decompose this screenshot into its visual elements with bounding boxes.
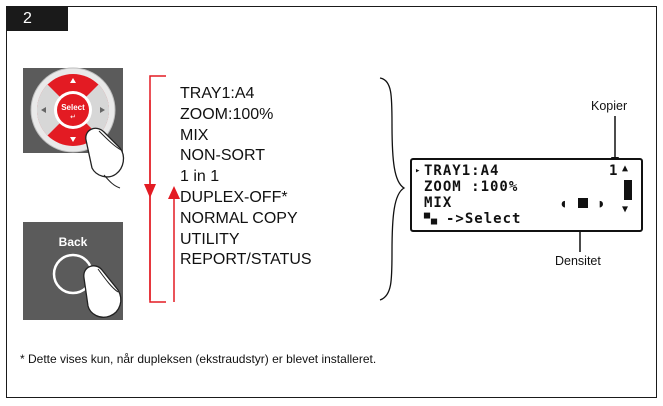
lcd-display: ▸ TRAY1:A4 ZOOM :100% MIX ▀▄ ->Select 1 … xyxy=(410,158,643,232)
down-arrow-icon xyxy=(70,137,76,142)
pressing-finger-icon xyxy=(85,127,125,189)
copies-callout-label: Kopier xyxy=(591,99,628,113)
scroll-down-arrow-icon xyxy=(144,184,156,198)
menu-item: 1 in 1 xyxy=(180,168,220,186)
step-number: 2 xyxy=(6,6,68,31)
copies-down-icon: ▼ xyxy=(622,204,630,215)
copies-up-icon: ▲ xyxy=(622,163,630,174)
menu-brace xyxy=(379,77,406,301)
up-arrow-icon xyxy=(70,78,76,83)
enter-icon: ↵ xyxy=(70,113,76,121)
menu-item: DUPLEX-OFF* xyxy=(180,188,288,206)
copies-value: 1 xyxy=(609,163,619,179)
pressing-finger-icon xyxy=(83,265,122,318)
scroll-up-arrow-icon xyxy=(168,186,180,199)
footnote: * Dette vises kun, når dupleksen (ekstra… xyxy=(20,352,377,366)
lcd-line-3: MIX xyxy=(424,195,453,211)
scroll-updown-icon: ▀▄ xyxy=(424,214,439,225)
menu-item: REPORT/STATUS xyxy=(180,251,312,269)
pointer-icon: ▸ xyxy=(415,166,422,176)
left-arrow-icon xyxy=(41,107,46,113)
select-key-label: Select xyxy=(61,103,85,112)
back-key-label: Back xyxy=(59,235,88,249)
density-dark-icon: ◗ xyxy=(598,197,606,210)
navigation-key-pad[interactable] xyxy=(23,67,123,153)
menu-item: MIX xyxy=(180,126,209,144)
density-marker xyxy=(578,198,588,208)
menu-item: TRAY1:A4 xyxy=(180,85,255,102)
menu-item: NORMAL COPY xyxy=(180,209,298,227)
right-arrow-icon xyxy=(100,107,105,113)
density-light-icon: ◖ xyxy=(560,197,568,210)
lcd-line-1: TRAY1:A4 xyxy=(424,163,500,179)
menu-item: UTILITY xyxy=(180,230,240,248)
menu-item: ZOOM:100% xyxy=(180,105,274,123)
menu-item: NON-SORT xyxy=(180,147,266,165)
copies-bar xyxy=(624,180,632,200)
lcd-line-4: ->Select xyxy=(446,211,522,227)
lcd-line-2: ZOOM :100% xyxy=(424,179,519,195)
menu-list: TRAY1:A4 ZOOM:100% MIX NON-SORT 1 in 1 D… xyxy=(180,84,312,271)
density-callout-label: Densitet xyxy=(555,254,601,268)
